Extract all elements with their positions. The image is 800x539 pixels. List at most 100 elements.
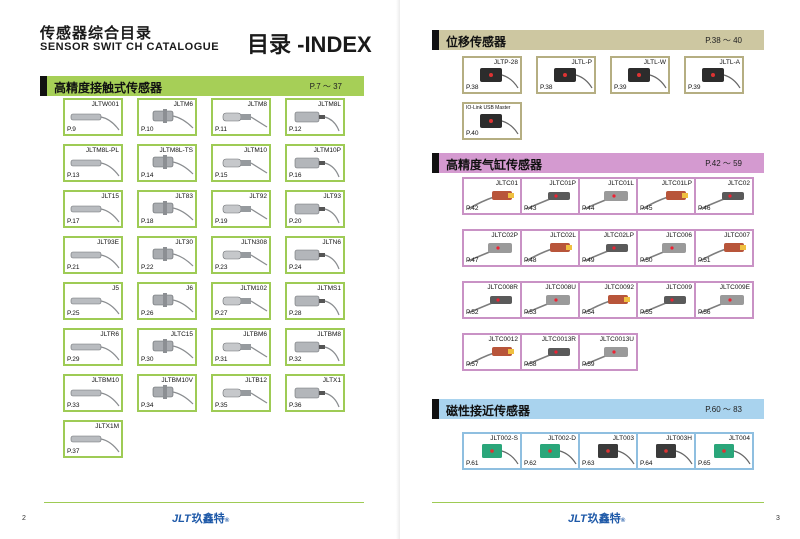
product-image <box>525 243 572 262</box>
product-image <box>467 191 514 210</box>
product-page: P.24 <box>289 264 302 271</box>
product-image <box>222 388 268 404</box>
product-name: JLTM8 <box>247 101 267 108</box>
product-page: P.26 <box>141 310 154 317</box>
product-page: P.12 <box>289 126 302 133</box>
product-page: P.62 <box>524 460 537 467</box>
product-image <box>641 296 686 314</box>
product-name: JLTC0092 <box>604 284 634 291</box>
product-name: JLTP-28 <box>493 59 518 66</box>
product-image <box>554 68 593 89</box>
product-image <box>70 343 120 361</box>
footer-divider <box>44 502 364 503</box>
product-image <box>222 250 268 266</box>
product-name: JLTN308 <box>241 239 267 246</box>
section-bar-displacement[interactable]: 位移传感器 P.38 ～ 40 <box>432 30 764 50</box>
product-page: P.32 <box>289 356 302 363</box>
section-title-displacement: 位移传感器 <box>446 35 507 49</box>
page-number-left: 2 <box>22 515 26 522</box>
section-bar-cylinder[interactable]: 高精度气缸传感器 P.42 ～ 59 <box>432 153 764 173</box>
product-page: P.59 <box>582 361 595 368</box>
product-name: JLTC02P <box>491 232 518 239</box>
product-image <box>480 68 519 89</box>
product-page: P.27 <box>215 310 228 317</box>
product-image <box>294 111 340 132</box>
product-name: JLT003H <box>666 435 692 442</box>
section-bar-magnetic[interactable]: 磁性接近传感器 P.60 ～ 83 <box>432 399 764 419</box>
section-bar-contact[interactable]: 高精度接触式传感器 P.7 ～ 37 <box>40 76 364 96</box>
logo-reg: ® <box>620 518 626 524</box>
product-image <box>70 205 120 223</box>
product-page: P.46 <box>698 205 711 212</box>
product-name: JLTM8L-PL <box>85 147 119 154</box>
product-page: P.9 <box>67 126 76 133</box>
product-name: JLTM10 <box>244 147 267 154</box>
product-page: P.17 <box>67 218 80 225</box>
product-page: P.14 <box>141 172 154 179</box>
catalogue-page-left: 传感器综合目录 SENSOR SWIT CH CATALOGUE 目录 -IND… <box>22 25 372 525</box>
section-marker <box>40 76 47 96</box>
product-name: JLTX1M <box>95 423 119 430</box>
product-name: JLTB12 <box>245 377 267 384</box>
product-name: JLTC006 <box>666 232 692 239</box>
